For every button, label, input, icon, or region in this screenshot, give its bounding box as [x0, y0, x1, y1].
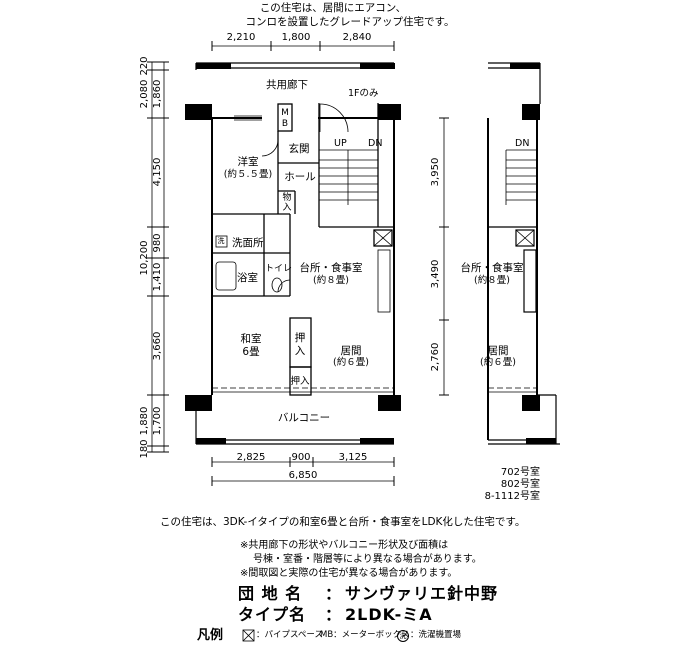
unit-number-1: 702号室 [500, 467, 540, 478]
dim-right-2760: 2,760 [430, 342, 441, 372]
dim-bottom-3: 3,125 [338, 452, 368, 463]
dim-left-1700: 1,700 [152, 406, 163, 436]
dim-total-width: 6,850 [288, 470, 318, 481]
label-kitchen-dining-2-size: (約８畳) [474, 275, 510, 286]
label-living-2: 居間 [487, 345, 509, 357]
legend-washer-place: ：洗濯機置場 [410, 630, 462, 640]
dim-bottom-1: 2,825 [236, 452, 266, 463]
pipe-space-icon [243, 630, 254, 641]
label-kitchen-dining-size: (約８畳) [313, 275, 349, 286]
note-line-1: ※共用廊下の形状やバルコニー形状及び面積は [240, 540, 449, 551]
washer-mark-icon: 洗 [217, 237, 225, 245]
note-line-2: 号棟・室番・階層等により異なる場合があります。 [253, 554, 482, 565]
label-stairs-up: UP [334, 138, 347, 149]
label-living-2-size: (約６畳) [480, 357, 516, 368]
dim-left-980: 980 [152, 233, 163, 253]
type-name-label: タイプ名 [238, 605, 307, 624]
dim-right-3950: 3,950 [430, 157, 441, 187]
dim-left-3660: 3,660 [152, 331, 163, 361]
label-japanese-room: 和室 [240, 333, 262, 345]
complex-name-separator: ： [325, 584, 343, 603]
complex-name-label: 団 地 名 [238, 584, 303, 603]
label-storage-a: 物 [282, 193, 292, 203]
label-toilet: トイレ [265, 264, 293, 274]
label-balcony: バルコニー [277, 412, 331, 424]
dim-left-180: 180 [139, 439, 150, 459]
label-corridor: 共用廊下 [266, 79, 308, 91]
label-oshiire-2: 押入 [290, 376, 310, 387]
label-kitchen-dining: 台所・食事室 [299, 262, 363, 274]
dim-top-1: 2,210 [226, 32, 256, 43]
legend-washer-icon: 洗 [397, 630, 409, 642]
header-line-1: この住宅は、居間にエアコン、 [259, 2, 407, 14]
note-line-3: ※間取図と実際の住宅が異なる場合があります。 [240, 568, 458, 579]
dim-left-1410: 1,410 [152, 262, 163, 292]
label-stairs-down-2: DN [515, 138, 530, 149]
dim-top-3: 2,840 [342, 32, 372, 43]
unit-number-2: 802号室 [500, 479, 540, 490]
label-stairs-down: DN [368, 138, 383, 149]
plan-description: この住宅は、3DK-イタイプの和室6畳と台所・食事室をLDK化した住宅です。 [160, 516, 526, 528]
dim-left-4150: 4,150 [152, 157, 163, 187]
dim-left-1880: 1,880 [139, 406, 150, 436]
dim-left-220: 220 [139, 56, 150, 76]
dim-bottom-2: 900 [291, 452, 311, 463]
label-japanese-room-size: 6畳 [242, 346, 260, 358]
label-entrance: 玄関 [288, 143, 310, 155]
complex-name-value: サンヴァリエ針中野 [345, 584, 499, 603]
label-kitchen-dining-2: 台所・食事室 [460, 262, 524, 274]
label-first-floor-only: 1Fのみ [348, 88, 379, 99]
label-oshiire-b: 入 [294, 345, 306, 357]
label-oshiire-a: 押 [294, 332, 306, 344]
dim-left-1860: 1,860 [152, 79, 163, 109]
label-mb-m: M [281, 108, 289, 118]
label-western-room-size: (約５.５畳) [223, 169, 273, 180]
label-living-size: (約６畳) [333, 357, 369, 368]
dim-left-2080: 2,080 [139, 79, 150, 109]
label-living: 居間 [340, 345, 362, 357]
type-name-separator: ： [325, 605, 343, 624]
label-storage-b: 入 [282, 203, 292, 213]
label-western-room: 洋室 [237, 156, 259, 168]
type-name-value: 2LDK-ミA [345, 605, 433, 624]
header-line-2: コンロを設置したグレードアップ住宅です。 [245, 16, 455, 28]
dim-right-3490: 3,490 [430, 259, 441, 289]
label-bathroom: 浴室 [237, 272, 258, 284]
legend-title: 凡例 [197, 628, 224, 643]
legend-meter-box: MB：メーターボックス [320, 630, 410, 640]
label-washroom: 洗面所 [232, 237, 264, 249]
label-hall: ホール [284, 171, 316, 183]
unit-number-3: 8-1112号室 [484, 491, 540, 502]
dim-left-10200: 10,200 [139, 240, 150, 276]
legend-pipe-space: ：パイプスペース [256, 630, 323, 640]
label-mb-b: B [281, 119, 289, 129]
dim-top-2: 1,800 [281, 32, 311, 43]
